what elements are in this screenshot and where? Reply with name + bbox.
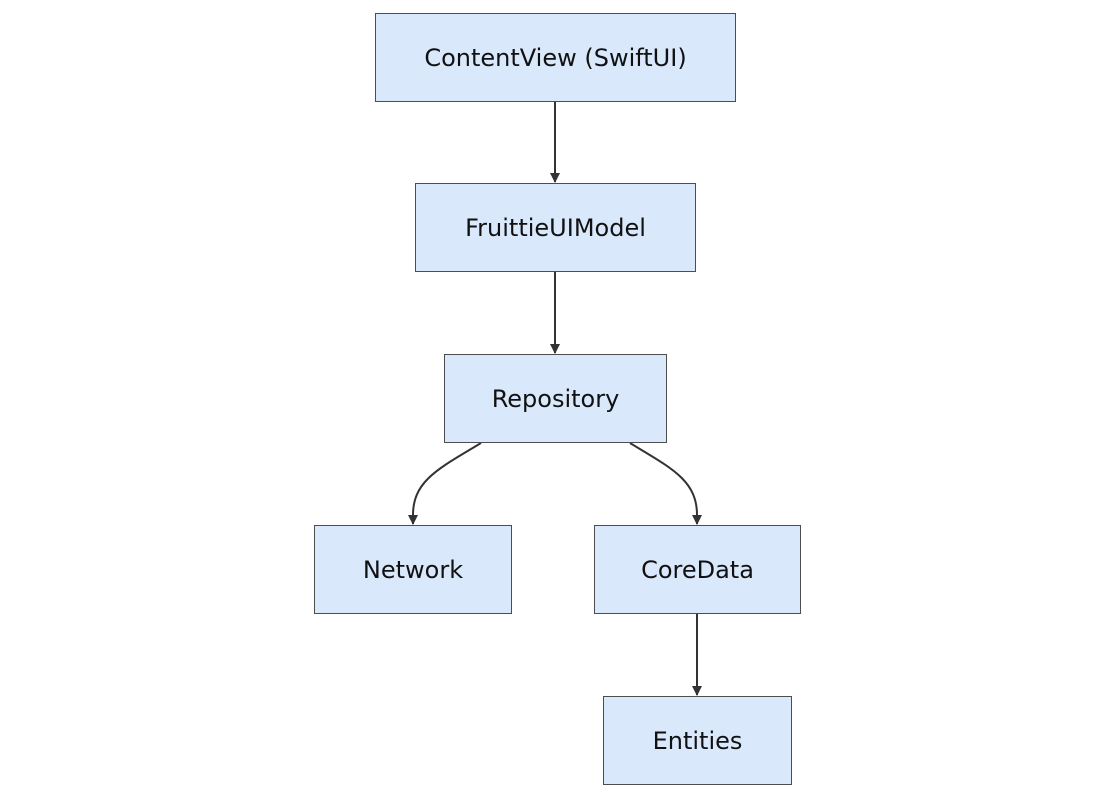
node-label: Entities <box>652 726 743 755</box>
node-label: Network <box>362 555 464 584</box>
edge-repository-to-coredata <box>629 442 702 525</box>
node-network: Network <box>314 525 512 614</box>
node-label: Repository <box>491 384 620 413</box>
node-entities: Entities <box>603 696 792 785</box>
node-contentview: ContentView (SwiftUI) <box>375 13 736 102</box>
node-coredata: CoreData <box>594 525 801 614</box>
node-fruittie-ui-model: FruittieUIModel <box>415 183 696 272</box>
node-repository: Repository <box>444 354 667 443</box>
node-label: FruittieUIModel <box>465 213 646 242</box>
node-label: CoreData <box>641 555 754 584</box>
edge-repository-to-network <box>408 442 482 525</box>
node-label: ContentView (SwiftUI) <box>424 43 687 72</box>
